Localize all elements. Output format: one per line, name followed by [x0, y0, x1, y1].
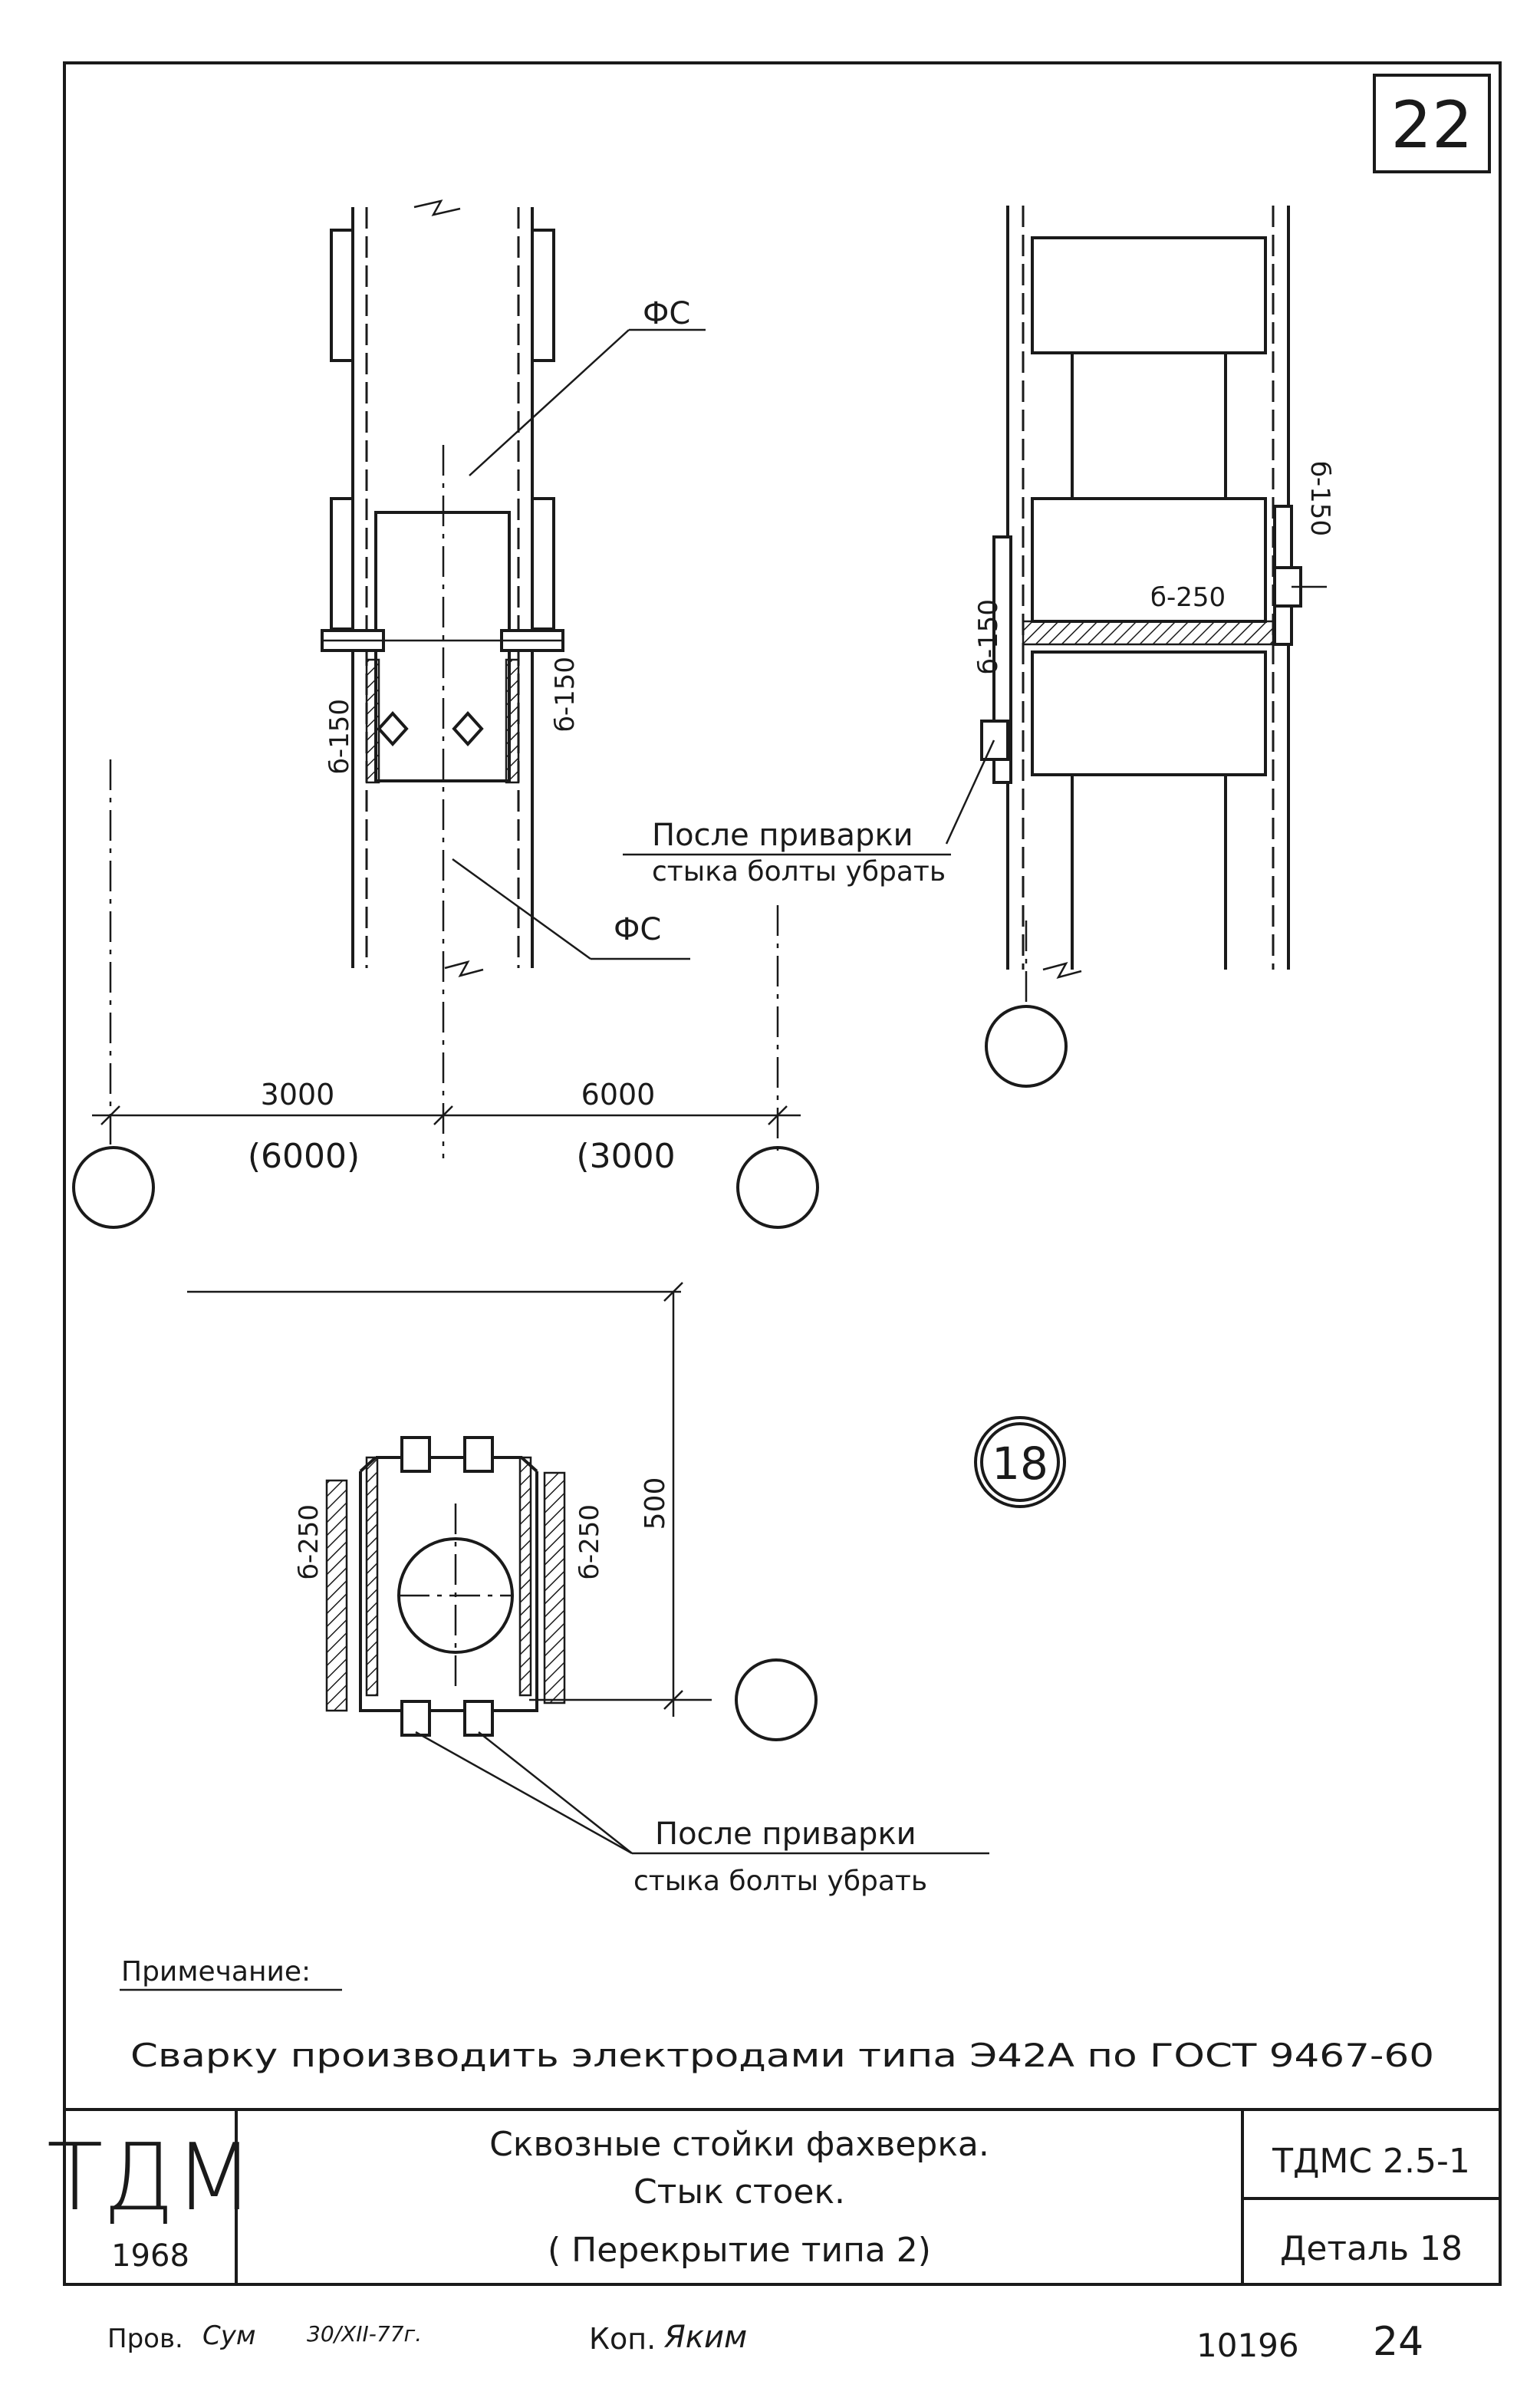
detail-mark: 18: [974, 1416, 1066, 1508]
footer-copied-sign: Яким: [663, 2320, 747, 2355]
bolt-note-1-line2: стыка болты убрать: [652, 856, 946, 888]
label-fc-top: ФС: [643, 296, 690, 331]
bolt-removal-note-2: После приварки стыка болты убрать: [633, 1816, 927, 1897]
org-year: 1968: [111, 2238, 189, 2274]
label-fc-bottom: ФС: [614, 912, 661, 947]
drawing-title-line2: Стык стоек.: [633, 2172, 845, 2212]
bolt-removal-note-1: После приварки стыка болты убрать: [623, 818, 951, 888]
bolt-note-2-line1: После приварки: [655, 1816, 916, 1852]
footer: Пров. Сум 30/XII-77г. Коп. Яким 10196 24: [107, 2319, 1423, 2365]
axis-circle-left: [72, 1146, 155, 1229]
dim-right-bottom: (3000: [576, 1137, 675, 1176]
footer-page: 24: [1373, 2319, 1423, 2365]
weld-label-left-2: б-150: [550, 657, 581, 732]
column-front-view: ФС ФС б-150 б-150: [321, 199, 706, 1158]
footer-checked-date: 30/XII-77г.: [307, 2321, 422, 2347]
title-block: ТДМ 1968 Сквозные стойки фахверка. Стык …: [47, 2108, 1500, 2284]
footer-copied-label: Коп.: [589, 2322, 656, 2356]
column-side-view: б-150 б-250 б-150: [945, 206, 1335, 1088]
note-heading: Примечание:: [121, 1956, 311, 1988]
detail-number: Деталь 18: [1280, 2229, 1463, 2268]
bolt-note-2-line2: стыка болты убрать: [633, 1866, 927, 1897]
note-block: Примечание: Сварку производить электрода…: [120, 1956, 1434, 2074]
weld-label-plan-1: б-250: [294, 1504, 324, 1579]
note-text: Сварку производить электродами типа Э42А…: [130, 2037, 1434, 2074]
sheet-frame: [63, 61, 1502, 2286]
footer-checked-sign: Сум: [202, 2320, 256, 2351]
weld-label-side-2: б-250: [1150, 582, 1226, 613]
axis-circle-right: [736, 1146, 819, 1229]
dim-left-bottom: (6000): [248, 1137, 360, 1176]
bolt-note-1-line1: После приварки: [652, 818, 913, 853]
weld-label-side-1: б-150: [973, 599, 1004, 674]
series-code: ТДМС 2.5-1: [1272, 2142, 1470, 2181]
column-plan-section: 500 б-250 б-250: [187, 1282, 989, 1855]
drawing-title-line3: ( Перекрытие типа 2): [548, 2231, 931, 2270]
axis-dimension-block: 3000 (6000) 6000 (3000: [72, 759, 819, 1229]
footer-checked-label: Пров.: [107, 2324, 183, 2354]
org-name: ТДМ: [47, 2125, 254, 2231]
dim-right-top: 6000: [581, 1078, 656, 1112]
drawing-title-line1: Сквозные стойки фахверка.: [489, 2125, 989, 2164]
detail-mark-number: 18: [992, 1438, 1048, 1490]
weld-label-side-3: б-150: [1305, 461, 1335, 536]
weld-label-left-1: б-150: [324, 699, 355, 774]
dim-left-top: 3000: [261, 1078, 335, 1112]
dim-plan: 500: [640, 1477, 671, 1530]
sheet-number: 22: [1391, 87, 1473, 163]
sheet-number-box: 22: [1373, 74, 1491, 173]
footer-inventory: 10196: [1196, 2327, 1299, 2364]
axis-circle-plan: [735, 1658, 818, 1741]
weld-label-plan-2: б-250: [574, 1504, 605, 1579]
